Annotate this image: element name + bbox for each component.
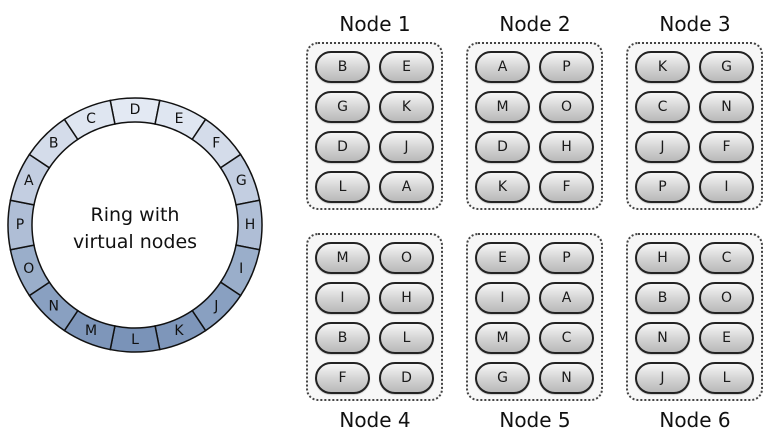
virtual-node-pill: M [315,242,370,274]
ring-segment-label: G [236,173,247,189]
virtual-node-pill: C [539,322,594,354]
virtual-node-pill: J [635,131,690,163]
virtual-node-pill: A [379,171,434,203]
virtual-node-pill: D [315,131,370,163]
ring-segment-label: K [174,323,184,339]
virtual-node-pill: A [539,282,594,314]
virtual-node-pill: K [475,171,530,203]
ring-segment-label: B [49,136,59,152]
ring-segment-label: C [86,111,96,127]
ring-segment-label: M [85,323,97,339]
virtual-node-pill: G [699,51,754,83]
node-3-title: Node 3 [659,12,731,36]
ring-segment-label: D [130,102,141,118]
virtual-node-pill: I [315,282,370,314]
ring-segment-label: A [24,173,34,189]
virtual-node-pill: H [539,131,594,163]
virtual-node-pill: L [379,322,434,354]
virtual-node-pill: N [699,91,754,123]
ring-segment-label: F [212,136,220,152]
virtual-node-pill: N [539,362,594,394]
ring-segment-label: P [16,217,24,233]
virtual-node-pill: O [539,91,594,123]
virtual-node-pill: C [699,242,754,274]
ring-segment-label: N [48,298,58,314]
hash-ring-diagram: D E F G H I J K L M N O P A B C Ring with virtual nodes [7,97,263,353]
virtual-node-pill: B [315,51,370,83]
virtual-node-pill: I [475,282,530,314]
ring-center-label: Ring with [91,204,180,226]
virtual-node-pill: B [315,322,370,354]
ring-segment-label: O [23,261,34,277]
virtual-node-pill: A [475,51,530,83]
virtual-node-pill: N [635,322,690,354]
virtual-node-pill: O [699,282,754,314]
virtual-node-pill: E [699,322,754,354]
node-5-title: Node 5 [499,408,571,432]
virtual-node-pill: I [699,171,754,203]
ring-segment-label: J [213,298,218,314]
virtual-node-pill: M [475,322,530,354]
virtual-node-pill: C [635,91,690,123]
virtual-node-pill: H [379,282,434,314]
virtual-node-pill: F [539,171,594,203]
virtual-node-pill: G [315,91,370,123]
virtual-node-pill: J [379,131,434,163]
virtual-node-pill: B [635,282,690,314]
node-6-title: Node 6 [659,408,731,432]
node-1-title: Node 1 [339,12,411,36]
virtual-node-pill: L [699,362,754,394]
ring-center-label: virtual nodes [73,231,197,253]
ring-segment-label: L [131,332,139,348]
ring-segment-c [63,99,116,141]
virtual-node-pill: K [635,51,690,83]
virtual-node-pill: E [475,242,530,274]
virtual-node-pill: L [315,171,370,203]
virtual-node-pill: F [699,131,754,163]
virtual-node-pill: D [379,362,434,394]
virtual-node-pill: J [635,362,690,394]
node-4-title: Node 4 [339,408,411,432]
virtual-node-pill: F [315,362,370,394]
ring-segment-label: H [245,217,256,233]
virtual-node-pill: K [379,91,434,123]
virtual-node-pill: E [379,51,434,83]
virtual-node-pill: G [475,362,530,394]
virtual-node-pill: M [475,91,530,123]
node-2-title: Node 2 [499,12,571,36]
virtual-node-pill: P [635,171,690,203]
ring-segment-label: I [239,261,243,277]
virtual-node-pill: P [539,51,594,83]
virtual-node-pill: H [635,242,690,274]
virtual-node-pill: O [379,242,434,274]
ring-segment-label: E [175,111,184,127]
virtual-node-pill: P [539,242,594,274]
virtual-node-pill: D [475,131,530,163]
